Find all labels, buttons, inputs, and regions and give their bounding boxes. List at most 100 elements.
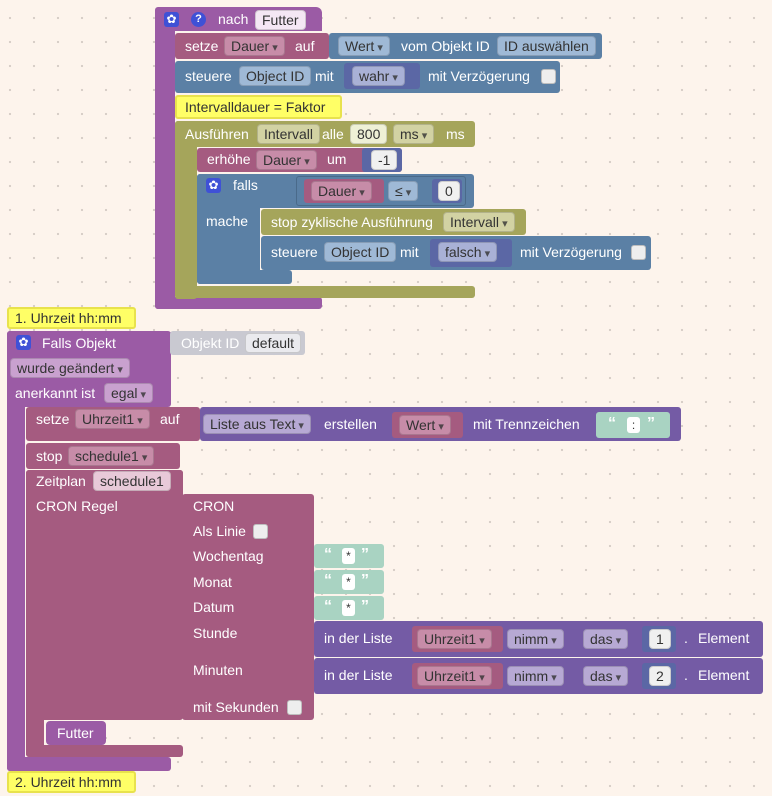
month-label: Monat: [193, 574, 232, 590]
cron-block[interactable]: [182, 494, 314, 720]
call-procedure-block[interactable]: [46, 721, 106, 745]
date-label: Datum: [193, 599, 235, 615]
ack-dropdown[interactable]: egal: [104, 383, 154, 403]
operator-dropdown[interactable]: ≤: [388, 181, 419, 201]
schedule-body-left: [26, 470, 183, 720]
date-text-field[interactable]: *: [342, 600, 355, 616]
comment-block[interactable]: [175, 95, 342, 119]
cron-rule-label: CRON Regel: [36, 498, 118, 514]
with-label: mit: [315, 68, 334, 84]
then-label: mache: [206, 213, 249, 229]
interval-name-field[interactable]: Intervall: [257, 124, 321, 144]
line-label: Als Linie: [193, 523, 246, 539]
weekday-label: Wochentag: [193, 548, 264, 564]
object-id-field[interactable]: Object ID: [239, 66, 312, 86]
by-label: um: [327, 151, 347, 167]
seconds-checkbox[interactable]: [287, 700, 302, 715]
list-where-dropdown[interactable]: das: [583, 629, 629, 649]
quote-open-icon: “: [324, 546, 332, 563]
object-id-default-field[interactable]: default: [245, 333, 302, 353]
trigger-footer: [7, 757, 171, 771]
minutes-label: Minuten: [193, 662, 243, 678]
comment-block[interactable]: [7, 307, 136, 329]
unit-label: ms: [446, 126, 465, 142]
variable-dropdown[interactable]: Uhrzeit1: [417, 666, 492, 686]
list-mode-dropdown[interactable]: Liste aus Text: [203, 414, 311, 434]
delay-checkbox[interactable]: [541, 69, 556, 84]
number-field[interactable]: 0: [438, 181, 460, 201]
quote-open-icon: “: [324, 572, 332, 589]
if-footer: [197, 270, 292, 284]
list-mode-dropdown[interactable]: nimm: [507, 629, 564, 649]
number-field[interactable]: 1: [649, 629, 671, 649]
quote-close-icon: ”: [647, 415, 655, 432]
procedure-label: nach: [218, 11, 249, 27]
gear-icon[interactable]: ✿: [16, 335, 31, 350]
change-type-dropdown[interactable]: wurde geändert: [10, 358, 130, 378]
delay-label: mit Verzögerung: [520, 244, 622, 260]
schedule-dropdown[interactable]: schedule1: [68, 446, 155, 466]
object-id-field[interactable]: Object ID: [324, 242, 397, 262]
gear-icon[interactable]: ✿: [164, 12, 179, 27]
stop-label: stop: [36, 448, 63, 464]
weekday-text-field[interactable]: *: [342, 548, 355, 564]
control-label: steuere: [271, 244, 318, 260]
separator-text-field[interactable]: :: [627, 417, 640, 433]
object-id-field[interactable]: ID auswählen: [497, 36, 596, 56]
number-field[interactable]: -1: [371, 150, 398, 170]
quote-open-icon: “: [324, 598, 332, 615]
control-label: steuere: [185, 68, 232, 84]
unit-dropdown[interactable]: ms: [393, 124, 435, 144]
assign-label: auf: [160, 411, 180, 427]
dot-label: .: [684, 630, 688, 646]
trigger-body-left: [7, 331, 25, 771]
schedule-name-field[interactable]: schedule1: [93, 471, 171, 491]
variable-dropdown[interactable]: Uhrzeit1: [75, 409, 150, 429]
list-mode-dropdown[interactable]: nimm: [507, 666, 564, 686]
every-label: alle: [322, 126, 344, 142]
month-text-field[interactable]: *: [342, 574, 355, 590]
boolean-dropdown[interactable]: falsch: [438, 242, 498, 262]
if-label: falls: [233, 177, 258, 193]
set-var-label: setze: [185, 38, 219, 54]
schedule-footer: [26, 745, 183, 757]
value-type-dropdown[interactable]: Wert: [338, 36, 390, 56]
seconds-label: mit Sekunden: [193, 699, 279, 715]
separator-label: mit Trennzeichen: [473, 416, 580, 432]
stop-interval-label: stop zyklische Ausführung: [271, 214, 433, 230]
comment-block[interactable]: [7, 771, 136, 793]
interval-body-left: [175, 121, 197, 299]
quote-close-icon: ”: [361, 572, 369, 589]
set-var-label: setze: [36, 411, 70, 427]
procedure-footer: [155, 297, 322, 309]
quote-open-icon: “: [608, 415, 616, 432]
interval-dropdown[interactable]: Intervall: [443, 212, 515, 232]
gear-icon[interactable]: ✿: [206, 178, 221, 193]
list-where-dropdown[interactable]: das: [583, 666, 629, 686]
interval-label: Ausführen: [185, 126, 249, 142]
quote-close-icon: ”: [361, 598, 369, 615]
quote-close-icon: ”: [361, 546, 369, 563]
call-procedure-label: Futter: [57, 725, 94, 741]
increment-label: erhöhe: [207, 151, 251, 167]
procedure-name-field[interactable]: Futter: [255, 10, 306, 30]
delay-label: mit Verzögerung: [428, 68, 530, 84]
number-field[interactable]: 2: [649, 666, 671, 686]
interval-value-field[interactable]: 800: [350, 124, 388, 144]
variable-dropdown[interactable]: Uhrzeit1: [417, 629, 492, 649]
variable-dropdown[interactable]: Dauer: [256, 150, 317, 170]
delay-checkbox[interactable]: [631, 245, 646, 260]
dot-label: .: [684, 667, 688, 683]
variable-dropdown[interactable]: Dauer: [311, 181, 372, 201]
object-id-label: Objekt ID: [181, 335, 240, 351]
comment-text: 2. Uhrzeit hh:mm: [15, 774, 122, 790]
assign-label: auf: [295, 38, 315, 54]
variable-dropdown[interactable]: Dauer: [224, 36, 285, 56]
line-checkbox[interactable]: [253, 524, 268, 539]
boolean-dropdown[interactable]: wahr: [352, 66, 405, 86]
comment-text: 1. Uhrzeit hh:mm: [15, 310, 122, 326]
variable-dropdown[interactable]: Wert: [399, 415, 451, 435]
help-icon[interactable]: ?: [191, 12, 206, 27]
ack-label: anerkannt ist: [15, 385, 96, 401]
element-label: Element: [698, 667, 750, 683]
